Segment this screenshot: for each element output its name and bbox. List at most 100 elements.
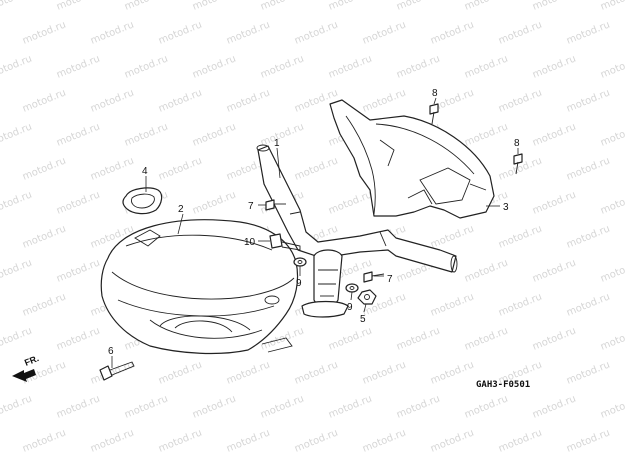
callout-8-upper: 8 [432,88,438,99]
watermark-text: motod.ru [497,291,544,318]
watermark-text: motod.ru [21,223,68,250]
watermark-text: motod.ru [123,393,170,420]
emblem-cap [122,187,163,215]
watermark-text: motod.ru [599,393,625,420]
watermark-text: motod.ru [123,0,170,13]
callout-6: 6 [108,346,114,357]
watermark-text: motod.ru [327,325,374,352]
watermark-text: motod.ru [191,0,238,13]
watermark-text: motod.ru [293,359,340,386]
watermark-text: motod.ru [55,121,102,148]
callout-9-left: 9 [296,278,302,289]
watermark-text: motod.ru [429,223,476,250]
watermark-text: motod.ru [21,291,68,318]
screw-7-right [363,271,385,283]
watermark-text: motod.ru [191,53,238,80]
watermark-text: motod.ru [395,0,442,13]
watermark-text: motod.ru [497,427,544,454]
watermark-text: motod.ru [531,53,578,80]
watermark-text: motod.ru [0,393,34,420]
watermark-text: motod.ru [599,257,625,284]
watermark-text: motod.ru [565,87,612,114]
watermark-text: motod.ru [157,427,204,454]
watermark-text: motod.ru [225,19,272,46]
watermark-text: motod.ru [293,427,340,454]
callout-1: 1 [274,138,280,149]
watermark-text: motod.ru [531,0,578,13]
watermark-text: motod.ru [55,189,102,216]
watermark-text: motod.ru [21,427,68,454]
callout-4: 4 [142,166,148,177]
watermark-text: motod.ru [599,0,625,13]
watermark-text: motod.ru [361,359,408,386]
bolt-6 [99,361,135,381]
callout-7-left: 7 [248,201,254,212]
watermark-text: motod.ru [531,121,578,148]
watermark-text: motod.ru [429,291,476,318]
watermark-text: motod.ru [123,121,170,148]
watermark-text: motod.ru [463,53,510,80]
watermark-text: motod.ru [327,53,374,80]
watermark-text: motod.ru [55,325,102,352]
callout-3: 3 [503,202,509,213]
watermark-text: motod.ru [89,155,136,182]
watermark-text: motod.ru [497,87,544,114]
watermark-text: motod.ru [429,427,476,454]
watermark-text: motod.ru [327,0,374,13]
watermark-text: motod.ru [565,291,612,318]
watermark-text: motod.ru [157,155,204,182]
watermark-text: motod.ru [565,155,612,182]
watermark-text: motod.ru [395,53,442,80]
watermark-text: motod.ru [0,121,34,148]
watermark-text: motod.ru [531,257,578,284]
watermark-text: motod.ru [497,223,544,250]
handlebar-pipe [256,144,458,273]
watermark-text: motod.ru [259,53,306,80]
watermark-text: motod.ru [21,19,68,46]
watermark-text: motod.ru [463,325,510,352]
watermark-text: motod.ru [599,189,625,216]
watermark-text: motod.ru [225,87,272,114]
screw-8-right [513,153,523,175]
watermark-layer: motod.ru motod.ru motod.ru motod.ru motod.ru… [0,0,625,455]
watermark-text: motod.ru [463,393,510,420]
bolt-10 [269,233,301,251]
watermark-text: motod.ru [395,393,442,420]
watermark-text: motod.ru [123,53,170,80]
watermark-text: motod.ru [599,53,625,80]
watermark-text: motod.ru [293,19,340,46]
watermark-text: motod.ru [259,0,306,13]
direction-arrow-icon [12,369,36,382]
watermark-text: motod.ru [21,155,68,182]
callout-2: 2 [178,204,184,215]
front-handlebar-cover [100,219,299,355]
callout-5: 5 [360,314,366,325]
watermark-text: motod.ru [361,427,408,454]
watermark-text: motod.ru [0,325,34,352]
washer-9-left [293,257,307,267]
callout-labels: 1 2 3 4 5 6 7 7 8 8 9 9 10 [108,88,520,357]
watermark-text: motod.ru [429,19,476,46]
watermark-text: motod.ru [157,19,204,46]
watermark-text: motod.ru [191,189,238,216]
washer-9-right [345,283,359,293]
watermark-text: motod.ru [395,325,442,352]
watermark-text: motod.ru [361,87,408,114]
watermark-text: motod.ru [259,393,306,420]
watermark-text: motod.ru [565,427,612,454]
screw-7-left [265,199,286,211]
watermark-text: motod.ru [225,359,272,386]
callout-7-right: 7 [387,274,393,285]
watermark-text: motod.ru [531,393,578,420]
watermark-text: motod.ru [89,87,136,114]
watermark-text: motod.ru [565,359,612,386]
watermark-text: motod.ru [259,121,306,148]
watermark-text: motod.ru [463,121,510,148]
watermark-text: motod.ru [157,359,204,386]
watermark-text: motod.ru [55,257,102,284]
watermark-text: motod.ru [599,325,625,352]
screw-8-upper [429,103,439,125]
watermark-text: motod.ru [327,189,374,216]
watermark-text: motod.ru [0,189,34,216]
